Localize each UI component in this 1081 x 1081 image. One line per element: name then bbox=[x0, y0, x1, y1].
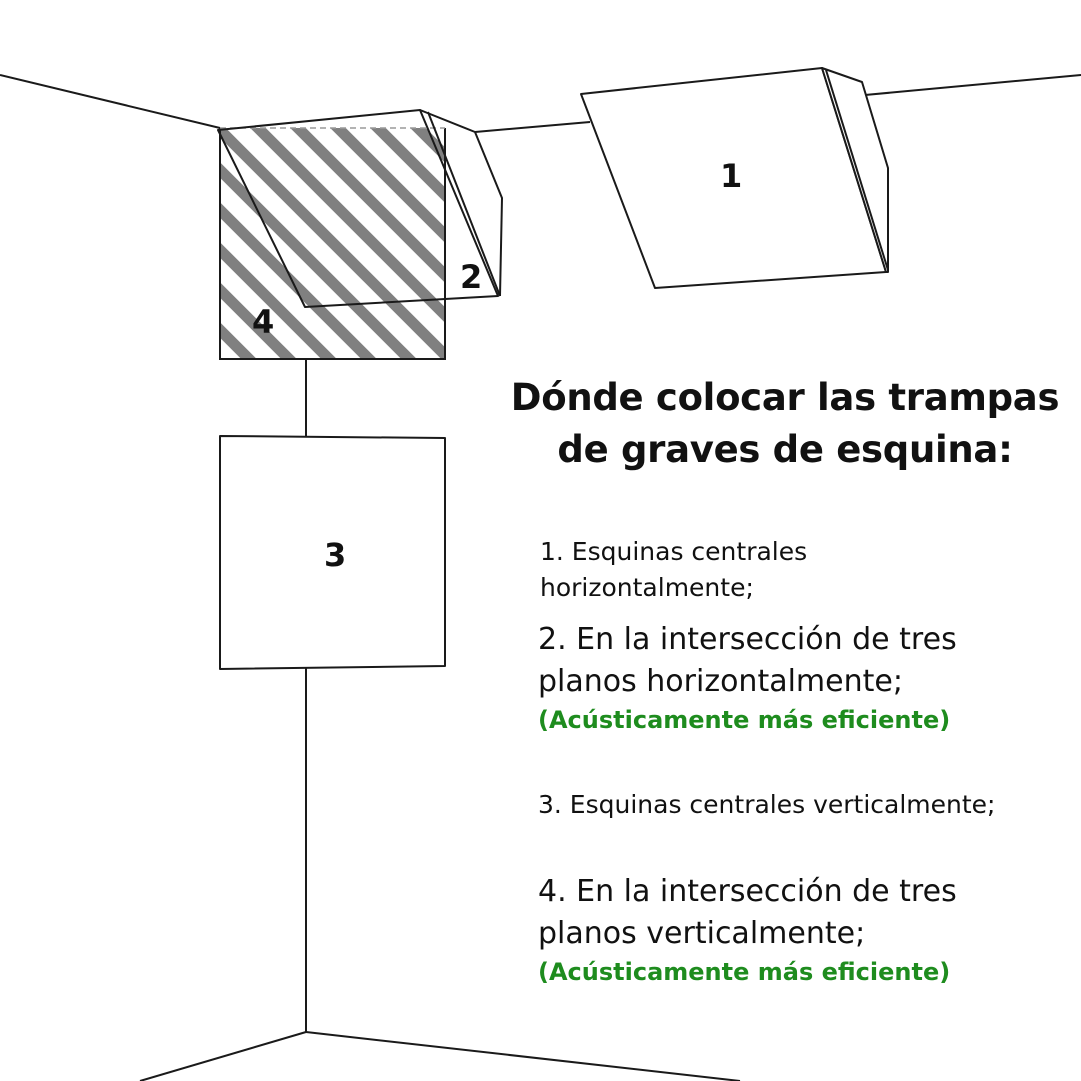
bass-trap-1-side-face bbox=[821, 67, 889, 273]
panel-label-3: 3 bbox=[324, 536, 346, 574]
placement-item-1-line-2: horizontalmente; bbox=[540, 573, 754, 602]
panel-label-4: 4 bbox=[252, 303, 274, 341]
bass-trap-1: 1 bbox=[580, 67, 889, 289]
placement-item-1-line-1: 1. Esquinas centrales bbox=[540, 537, 808, 566]
bass-trap-2-front-face bbox=[217, 109, 499, 308]
placement-item-1: 1. Esquinas centrales horizontalmente; bbox=[540, 534, 807, 606]
diagram-heading: Dónde colocar las trampas de graves de e… bbox=[460, 372, 1081, 476]
floor-edge-right bbox=[305, 1031, 741, 1081]
ceiling-edge-segment bbox=[474, 121, 591, 133]
placement-item-2-line-1: 2. En la intersección de tres bbox=[538, 622, 957, 657]
heading-line-2: de graves de esquina: bbox=[557, 428, 1013, 471]
placement-item-4: 4. En la intersección de tres planos ver… bbox=[538, 871, 957, 989]
bass-trap-3: 3 bbox=[219, 435, 446, 670]
placement-item-3-line-1: 3. Esquinas centrales verticalmente; bbox=[538, 790, 996, 819]
left-ceiling-edge bbox=[0, 74, 221, 129]
bass-trap-1-inner-edge bbox=[825, 69, 889, 271]
floor-edge-left bbox=[139, 1031, 307, 1081]
placement-item-2-efficiency-note: (Acústicamente más eficiente) bbox=[538, 706, 951, 734]
bass-trap-2-inner-edge bbox=[427, 111, 501, 297]
bass-trap-2-side-face bbox=[419, 109, 503, 297]
bass-trap-2: 2 bbox=[217, 109, 503, 308]
placement-item-3: 3. Esquinas centrales verticalmente; bbox=[538, 787, 995, 823]
placement-item-2-line-2: planos horizontalmente; bbox=[538, 664, 903, 699]
room-edges bbox=[0, 74, 1081, 1081]
ceiling-edge-right bbox=[864, 74, 1081, 96]
placement-item-4-efficiency-note: (Acústicamente más eficiente) bbox=[538, 958, 951, 986]
bass-trap-4-outline bbox=[219, 128, 446, 360]
placement-item-4-line-1: 4. En la intersección de tres bbox=[538, 874, 957, 909]
bass-trap-3-face bbox=[219, 435, 446, 670]
placement-item-2: 2. En la intersección de tres planos hor… bbox=[538, 619, 957, 737]
panel-label-1: 1 bbox=[720, 157, 742, 195]
panel-label-2: 2 bbox=[460, 258, 482, 296]
placement-item-4-line-2: planos verticalmente; bbox=[538, 916, 866, 951]
heading-line-1: Dónde colocar las trampas bbox=[510, 376, 1060, 419]
